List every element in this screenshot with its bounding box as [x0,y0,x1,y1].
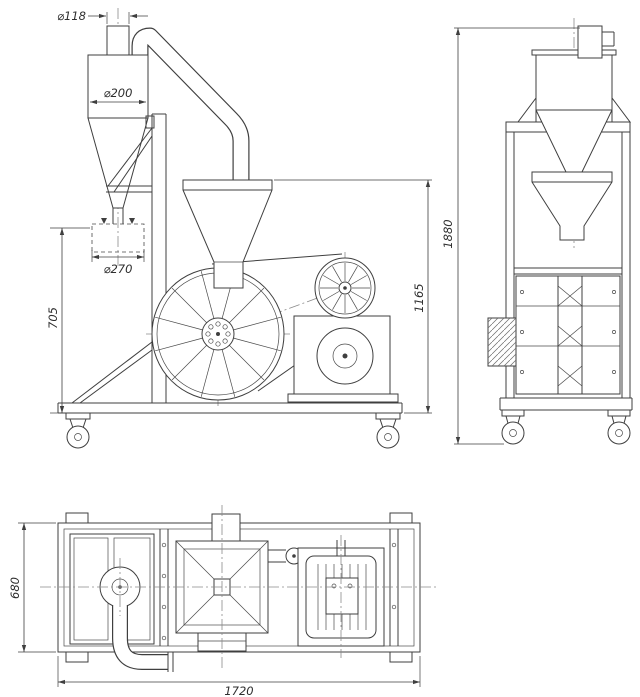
wheel [607,421,631,445]
right-rails [389,529,399,646]
clamp-icon [129,218,135,224]
gusset-left [517,96,537,123]
frame-mast [71,113,167,404]
mill-housing-side [487,275,621,395]
base-frame-side [499,397,633,411]
corner-tab [65,651,89,663]
dimension-hopper-height: 1165 [274,179,432,414]
blower-duct [131,27,250,182]
dimension-bin-diameter: ⌀270 [91,250,145,276]
top-view: 680 1720 [8,505,436,697]
outlet-stub [211,513,241,542]
feed-hopper-side [531,171,613,241]
pulley-spokes [320,263,370,313]
cyclone-front [87,54,149,224]
dimension-inlet-diameter: ⌀118 [57,9,148,24]
housing-bolts [520,290,616,374]
gusset-right [611,96,631,123]
terminal-box [325,577,359,615]
collection-bin [91,218,145,253]
motor-base [287,393,399,403]
caster-front-left [65,412,91,449]
dim-label-bin-diameter: ⌀270 [104,262,133,276]
corner-tab [389,512,413,524]
cross-braces [557,285,583,387]
wheel [501,421,525,445]
drive-pulley [314,257,376,319]
dimension-stand-height: 705 [46,227,90,414]
hub-bolts [205,321,231,347]
rotor-spokes [155,271,281,397]
corner-tab [65,512,89,524]
caster-side-left [501,409,525,445]
dimension-cyclone-diameter: ⌀200 [90,86,146,105]
dimension-overall-width: 680 [8,522,56,653]
corner-tab [389,651,413,663]
dim-label-stand-height: 705 [46,307,60,329]
dimension-overall-length: 1720 [57,656,421,697]
frame-channel [159,529,169,646]
dimension-overall-height: 1880 [441,27,580,445]
dim-label-overall-height: 1880 [441,219,455,248]
dim-label-hopper-height: 1165 [412,283,426,312]
dim-label-cyclone-diameter: ⌀200 [104,86,133,100]
wheel [66,425,90,449]
electric-motor-front [287,315,399,403]
side-view: 1880 [441,18,633,445]
exhaust-pipe [106,25,130,59]
dim-label-overall-width: 680 [8,577,22,599]
front-view: ⌀118 ⌀200 ⌀270 705 1165 [46,8,432,449]
wheel [376,425,400,449]
clamp-icon [101,218,107,224]
exhaust-pipe-side [577,25,615,59]
dim-label-inlet-diameter: ⌀118 [57,9,86,23]
outlet-elbow [112,605,174,672]
feed-hopper [182,179,273,289]
dim-label-overall-length: 1720 [224,684,253,697]
base-frame-front [57,402,403,414]
caster-side-right [607,409,631,445]
caster-front-right [375,412,401,449]
cyclone-side [517,49,631,188]
